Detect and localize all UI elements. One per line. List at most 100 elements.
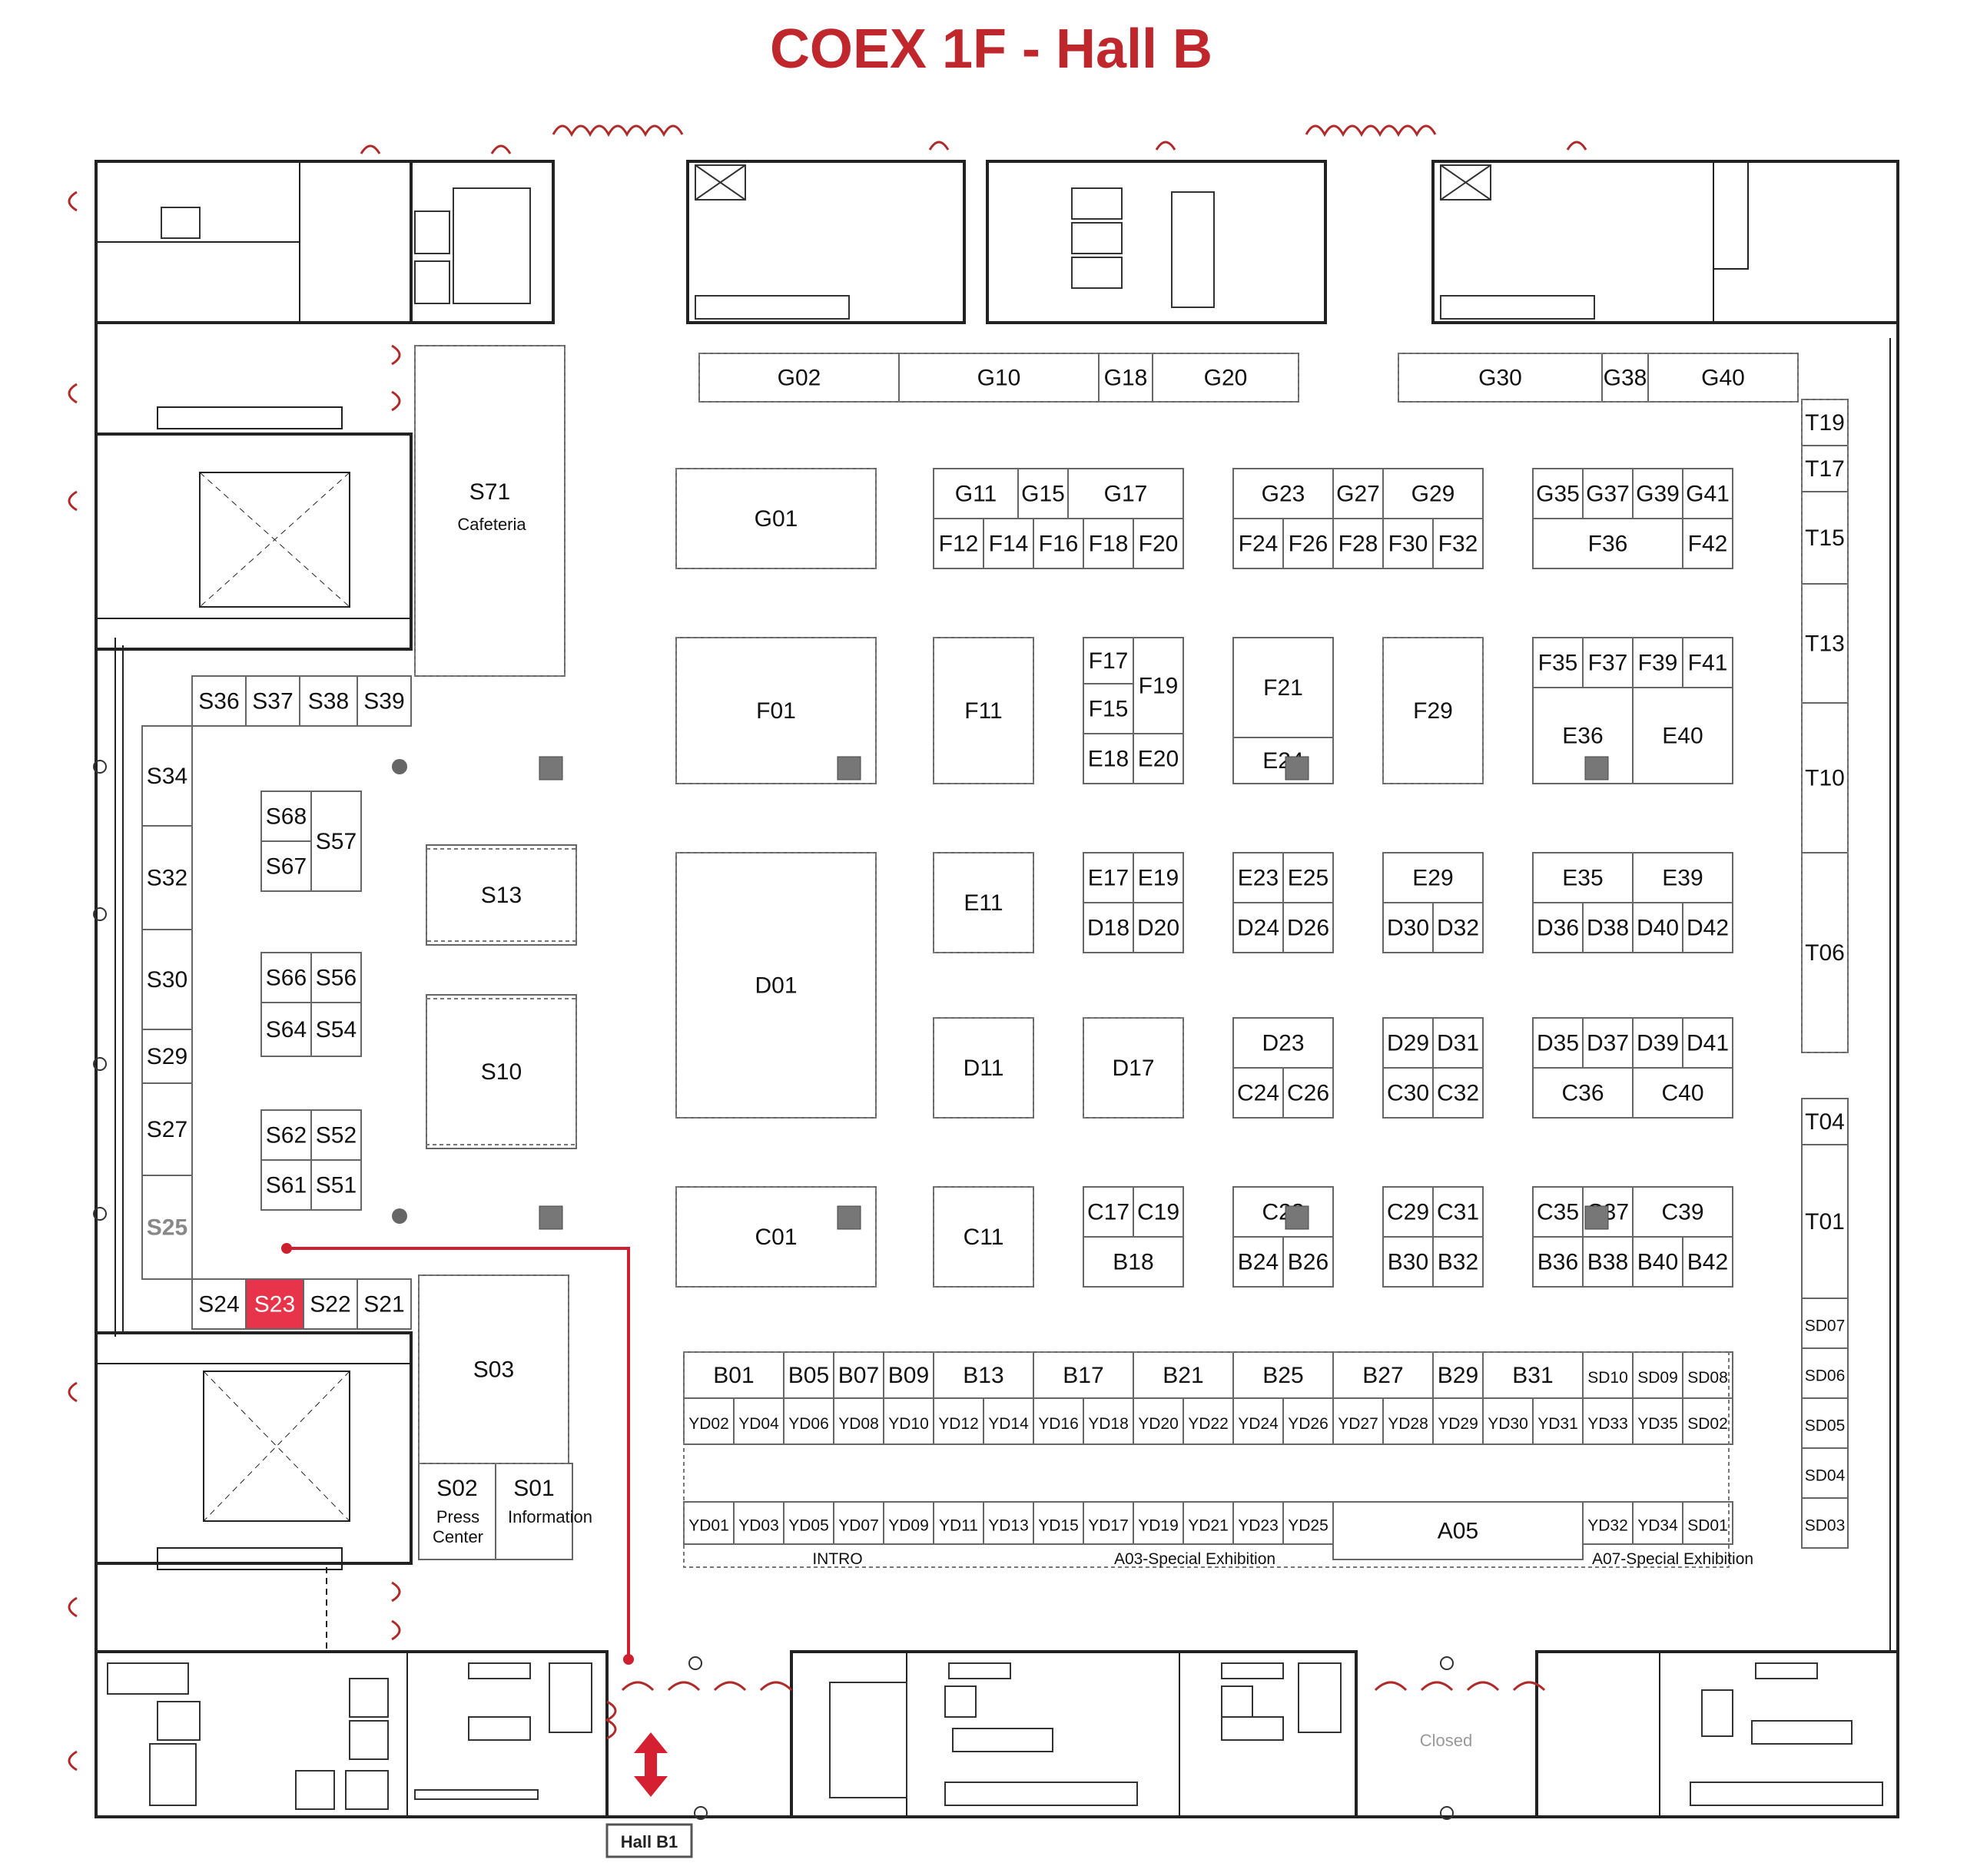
booth-f42[interactable]: F42 [1682,518,1733,569]
booth-b29[interactable]: B29 [1432,1351,1484,1399]
booth-yd31[interactable]: YD31 [1532,1397,1584,1445]
booth-c26[interactable]: C26 [1282,1067,1334,1119]
booth-d18[interactable]: D18 [1083,902,1134,953]
booth-yd26[interactable]: YD26 [1282,1397,1334,1445]
booth-s10[interactable]: S10 [426,994,577,1149]
booth-sd05[interactable]: SD05 [1801,1397,1849,1449]
booth-s01[interactable]: S01 [495,1463,573,1560]
booth-yd18[interactable]: YD18 [1083,1397,1134,1445]
booth-a05[interactable]: A05 [1332,1501,1584,1560]
booth-g02[interactable]: G02 [698,353,900,403]
booth-s66[interactable]: S66 [260,952,312,1003]
booth-yd05[interactable]: YD05 [783,1501,834,1545]
booth-g41[interactable]: G41 [1682,468,1733,519]
booth-s25[interactable]: S25 [141,1175,193,1280]
booth-t15[interactable]: T15 [1801,491,1849,585]
booth-e40[interactable]: E40 [1632,687,1733,784]
booth-e25[interactable]: E25 [1282,852,1334,903]
booth-b05[interactable]: B05 [783,1351,834,1399]
booth-s23[interactable]: S23 [245,1278,304,1330]
booth-e24[interactable]: E24 [1232,737,1334,784]
booth-sd09[interactable]: SD09 [1632,1351,1683,1399]
booth-yd30[interactable]: YD30 [1482,1397,1534,1445]
booth-s57[interactable]: S57 [310,791,362,892]
booth-s52[interactable]: S52 [310,1109,362,1161]
booth-d11[interactable]: D11 [933,1017,1034,1119]
booth-g40[interactable]: G40 [1647,353,1799,403]
booth-g20[interactable]: G20 [1152,353,1299,403]
booth-b26[interactable]: B26 [1282,1236,1334,1288]
booth-s21[interactable]: S21 [357,1278,412,1330]
booth-yd22[interactable]: YD22 [1183,1397,1234,1445]
booth-b27[interactable]: B27 [1332,1351,1434,1399]
booth-yd35[interactable]: YD35 [1632,1397,1683,1445]
booth-e36[interactable]: E36 [1532,687,1634,784]
booth-t19[interactable]: T19 [1801,399,1849,446]
booth-yd03[interactable]: YD03 [733,1501,784,1545]
booth-e20[interactable]: E20 [1133,733,1184,784]
booth-f18[interactable]: F18 [1083,518,1134,569]
booth-d20[interactable]: D20 [1133,902,1184,953]
booth-g38[interactable]: G38 [1601,353,1649,403]
booth-f19[interactable]: F19 [1133,637,1184,734]
booth-g30[interactable]: G30 [1398,353,1603,403]
booth-sd10[interactable]: SD10 [1582,1351,1634,1399]
booth-d39[interactable]: D39 [1632,1017,1683,1069]
booth-f28[interactable]: F28 [1332,518,1384,569]
booth-s22[interactable]: S22 [303,1278,358,1330]
booth-yd27[interactable]: YD27 [1332,1397,1384,1445]
booth-g17[interactable]: G17 [1067,468,1184,519]
booth-f12[interactable]: F12 [933,518,984,569]
booth-d37[interactable]: D37 [1582,1017,1634,1069]
booth-c29[interactable]: C29 [1382,1186,1434,1238]
booth-yd15[interactable]: YD15 [1033,1501,1084,1545]
booth-b40[interactable]: B40 [1632,1236,1683,1288]
booth-c36[interactable]: C36 [1532,1067,1634,1119]
booth-yd33[interactable]: YD33 [1582,1397,1634,1445]
booth-b17[interactable]: B17 [1033,1351,1134,1399]
booth-d29[interactable]: D29 [1382,1017,1434,1069]
booth-yd28[interactable]: YD28 [1382,1397,1434,1445]
booth-f26[interactable]: F26 [1282,518,1334,569]
booth-f36[interactable]: F36 [1532,518,1683,569]
booth-c01[interactable]: C01 [675,1186,877,1288]
booth-g01[interactable]: G01 [675,468,877,569]
booth-sd06[interactable]: SD06 [1801,1347,1849,1399]
booth-s32[interactable]: S32 [141,825,193,930]
booth-f14[interactable]: F14 [983,518,1034,569]
booth-s71[interactable]: S71 [414,345,566,677]
booth-b01[interactable]: B01 [683,1351,784,1399]
booth-b31[interactable]: B31 [1482,1351,1584,1399]
booth-s27[interactable]: S27 [141,1082,193,1176]
booth-s34[interactable]: S34 [141,725,193,827]
booth-g29[interactable]: G29 [1382,468,1484,519]
booth-f41[interactable]: F41 [1682,637,1733,688]
booth-s68[interactable]: S68 [260,791,312,842]
booth-g39[interactable]: G39 [1632,468,1683,519]
booth-c11[interactable]: C11 [933,1186,1034,1288]
booth-f15[interactable]: F15 [1083,683,1134,734]
booth-t01[interactable]: T01 [1801,1144,1849,1299]
booth-c30[interactable]: C30 [1382,1067,1434,1119]
booth-f29[interactable]: F29 [1382,637,1484,784]
booth-yd20[interactable]: YD20 [1133,1397,1184,1445]
booth-b07[interactable]: B07 [833,1351,884,1399]
booth-s64[interactable]: S64 [260,1002,312,1057]
booth-b18[interactable]: B18 [1083,1236,1184,1288]
booth-d30[interactable]: D30 [1382,902,1434,953]
booth-c39[interactable]: C39 [1632,1186,1733,1238]
booth-b42[interactable]: B42 [1682,1236,1733,1288]
booth-yd32[interactable]: YD32 [1582,1501,1634,1545]
booth-s61[interactable]: S61 [260,1159,312,1211]
booth-c24[interactable]: C24 [1232,1067,1284,1119]
booth-b36[interactable]: B36 [1532,1236,1584,1288]
booth-e18[interactable]: E18 [1083,733,1134,784]
booth-g15[interactable]: G15 [1017,468,1069,519]
booth-s39[interactable]: S39 [357,675,412,727]
booth-yd07[interactable]: YD07 [833,1501,884,1545]
booth-b25[interactable]: B25 [1232,1351,1334,1399]
booth-sd02[interactable]: SD02 [1682,1397,1733,1445]
booth-c23[interactable]: C23 [1232,1186,1334,1238]
booth-yd06[interactable]: YD06 [783,1397,834,1445]
booth-s24[interactable]: S24 [191,1278,247,1330]
